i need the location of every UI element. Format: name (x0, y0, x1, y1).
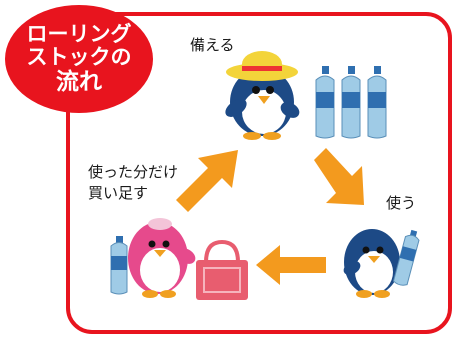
badge-line-1: ローリング (26, 21, 132, 46)
arrow-buy-to-prepare (176, 150, 238, 212)
label-buy: 使った分だけ 買い足す (88, 162, 178, 204)
penguin-use-icon (343, 229, 420, 298)
label-buy-line-2: 買い足す (88, 184, 149, 202)
title-badge: ローリング ストックの 流れ (5, 5, 153, 113)
shopping-bag-icon (196, 239, 248, 300)
penguin-prepare-icon (225, 51, 300, 140)
label-prepare: 備える (190, 36, 235, 54)
arrow-prepare-to-use (314, 148, 364, 205)
arrow-use-to-buy (256, 245, 326, 285)
water-bottles-icon (315, 66, 387, 139)
penguin-buy-icon (128, 218, 196, 298)
label-use: 使う (386, 194, 417, 212)
label-buy-line-1: 使った分だけ (88, 163, 179, 181)
water-bottle-icon (110, 236, 128, 295)
badge-line-2: ストックの (26, 44, 132, 69)
badge-line-3: 流れ (56, 69, 102, 96)
